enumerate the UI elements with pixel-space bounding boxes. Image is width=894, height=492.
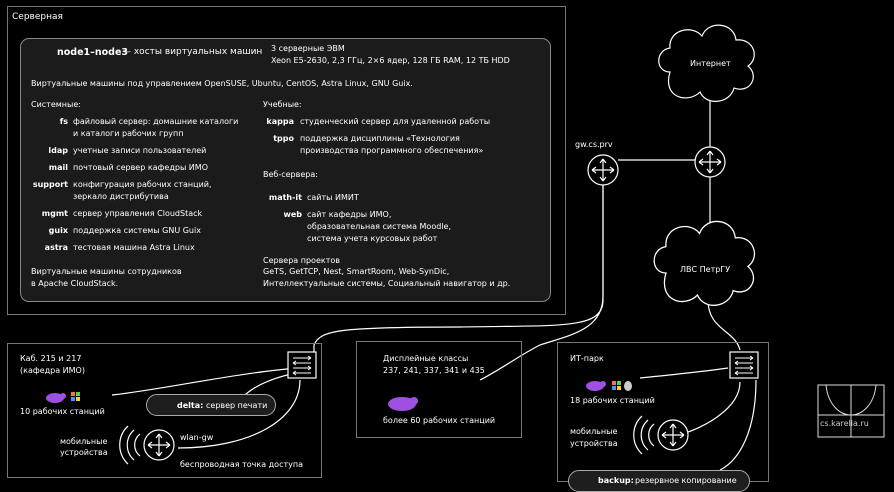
vm-description: образовательная система Moodle, <box>307 222 451 231</box>
vm-description: система учета курсовых работ <box>307 234 438 243</box>
vm-name: support <box>32 180 68 189</box>
vm-name: guix <box>48 226 68 235</box>
gateway-router-icon <box>587 154 619 186</box>
print-server-pill <box>146 394 276 416</box>
hosts-title: node1–node3 <box>57 47 129 58</box>
cs-karelia-logo <box>817 384 885 438</box>
hardware-line-1: 3 серверные ЭВМ <box>271 44 345 53</box>
vm-description: зеркало дистрибутива <box>73 192 169 201</box>
lan-label: ЛВС ПетрГУ <box>680 265 731 274</box>
vm-description: и каталоги рабочих групп <box>73 129 184 138</box>
link-itpark-ws <box>639 367 729 379</box>
backup-name: backup: <box>598 476 634 485</box>
link-cab-wlan <box>177 379 301 449</box>
gateway-label: gw.cs.prv <box>575 140 613 149</box>
link-gw-to-cab <box>313 173 604 365</box>
link-gw-to-display <box>479 173 604 381</box>
display-title-1: Дисплейные классы <box>383 354 469 363</box>
display-frame <box>356 341 522 438</box>
cab-mobile-1: мобильные <box>60 437 108 446</box>
print-server-desc: сервер печати <box>206 401 268 410</box>
itpark-mobile-1: мобильные <box>570 427 618 436</box>
link-itpark-backup <box>719 379 757 471</box>
vm-description: файловый сервер: домашние каталоги <box>73 117 239 126</box>
cab-frame <box>7 343 322 478</box>
vm-description: почтовый сервер кафедры ИМО <box>73 163 208 172</box>
link-lan-itpark <box>707 299 741 351</box>
cab-title-2: (кафедра ИМО) <box>20 366 85 375</box>
staff-vms-1: Виртуальные машины сотрудников <box>31 267 182 276</box>
cab-title-1: Каб. 215 и 217 <box>20 354 82 363</box>
staff-vms-2: в Apache CloudStack. <box>31 279 119 288</box>
backup-desc: резервное копирование <box>635 476 737 485</box>
wlan-name: wlan-gw <box>180 433 214 442</box>
server-room-title: Серверная <box>12 12 63 22</box>
vm-name: kappa <box>266 117 294 126</box>
display-title-2: 237, 241, 337, 341 и 435 <box>383 366 485 375</box>
hosts-desc: — хосты виртуальных машин <box>122 47 263 57</box>
vm-name: mail <box>48 163 68 172</box>
projects-header: Сервера проектов <box>263 256 340 265</box>
edu-header: Учебные: <box>263 100 302 109</box>
vm-name: fs <box>59 117 68 126</box>
projects-line-2: Интеллектуальные системы, Социальный нав… <box>263 279 511 288</box>
system-header: Системные: <box>31 100 81 109</box>
itpark-title: ИТ-парк <box>570 354 604 363</box>
vm-name: math-it <box>268 193 302 202</box>
vm-description: сайт кафедры ИМО, <box>307 210 392 219</box>
itpark-workstations: 18 рабочих станций <box>570 396 655 405</box>
link-cab-ws <box>111 367 301 396</box>
vm-description: конфигурация рабочих станций, <box>73 180 212 189</box>
vm-name: tppo <box>273 134 294 143</box>
link-itpark-wifi <box>687 381 741 433</box>
hardware-line-2: Xeon E5-2630, 2,3 ГГц, 2×6 ядер, 128 ГБ … <box>271 56 510 65</box>
wlan-desc: беспроводная точка доступа <box>180 460 303 469</box>
web-header: Веб-сервера: <box>263 170 318 179</box>
itpark-mobile-2: устройства <box>570 439 618 448</box>
windows-logo-icon <box>71 381 621 401</box>
projects-line-1: GeTS, GetTCP, Nest, SmartRoom, Web-SynDi… <box>263 267 450 276</box>
logo-text: cs.karelia.ru <box>820 419 869 428</box>
cab-workstations: 10 рабочих станций <box>20 407 105 416</box>
vm-name: astra <box>44 243 68 252</box>
vm-description: тестовая машина Astra Linux <box>73 243 195 252</box>
vm-description: производства программного обеспечения» <box>300 146 484 155</box>
vm-description: поддержка дисциплины «Технология <box>300 134 460 143</box>
vm-description: студенческий сервер для удаленной работы <box>300 117 491 126</box>
vm-os-line: Виртуальные машины под управлением OpenS… <box>31 79 413 88</box>
vm-description: сайты ИМИТ <box>307 193 359 202</box>
server-room-frame <box>7 6 566 315</box>
vm-description: учетные записи пользователей <box>73 146 207 155</box>
vm-description: сервер управления CloudStack <box>73 209 203 218</box>
apple-logo-icon <box>624 381 632 391</box>
vm-hosts-panel <box>20 38 551 302</box>
internet-label: Интернет <box>690 59 731 68</box>
vm-name: web <box>283 210 302 219</box>
vm-name: ldap <box>48 146 68 155</box>
cab-mobile-2: устройства <box>60 448 108 457</box>
display-workstations: более 60 рабочих станций <box>383 416 496 425</box>
core-router-icon <box>694 146 726 178</box>
vm-description: поддержка системы GNU Guix <box>73 226 201 235</box>
vm-name: mgmt <box>41 209 68 218</box>
wifi-waves-icon <box>119 415 655 465</box>
print-server-name: delta: <box>177 401 204 410</box>
